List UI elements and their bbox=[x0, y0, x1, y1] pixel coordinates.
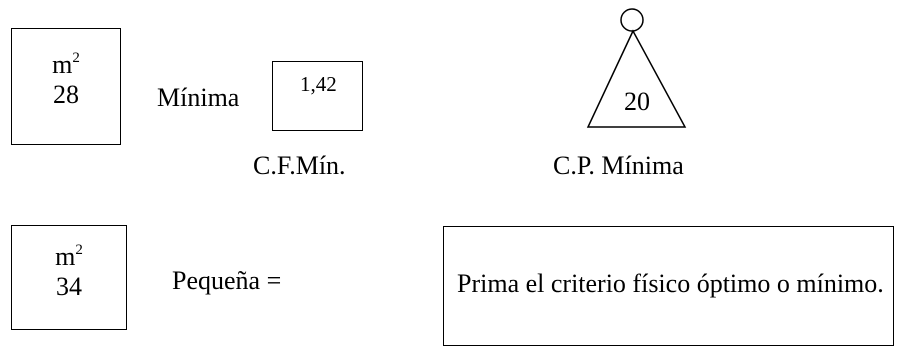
cf-min-value: 1,42 bbox=[300, 72, 337, 96]
minima-area-box: m2 28 bbox=[11, 28, 121, 145]
minima-area-unit: m2 bbox=[52, 50, 80, 79]
cp-min-label: C.P. Mínima bbox=[553, 151, 684, 180]
pequena-label: Pequeña = bbox=[172, 266, 282, 295]
criterion-box: Prima el criterio físico óptimo o mínimo… bbox=[443, 226, 894, 346]
criterion-text: Prima el criterio físico óptimo o mínimo… bbox=[457, 269, 884, 298]
cp-min-value: 20 bbox=[624, 87, 650, 116]
minima-area-value: 28 bbox=[53, 79, 79, 109]
cp-min-triangle: 20 bbox=[586, 8, 687, 128]
pequena-area-box: m2 34 bbox=[11, 225, 127, 330]
triangle-shape bbox=[586, 29, 687, 128]
pequena-area-value: 34 bbox=[56, 271, 82, 301]
pequena-area-unit: m2 bbox=[55, 242, 83, 271]
cf-min-box: 1,42 bbox=[272, 61, 363, 131]
minima-label: Mínima bbox=[157, 83, 240, 112]
cf-min-label: C.F.Mín. bbox=[253, 151, 346, 180]
triangle-apex-circle bbox=[620, 8, 644, 32]
